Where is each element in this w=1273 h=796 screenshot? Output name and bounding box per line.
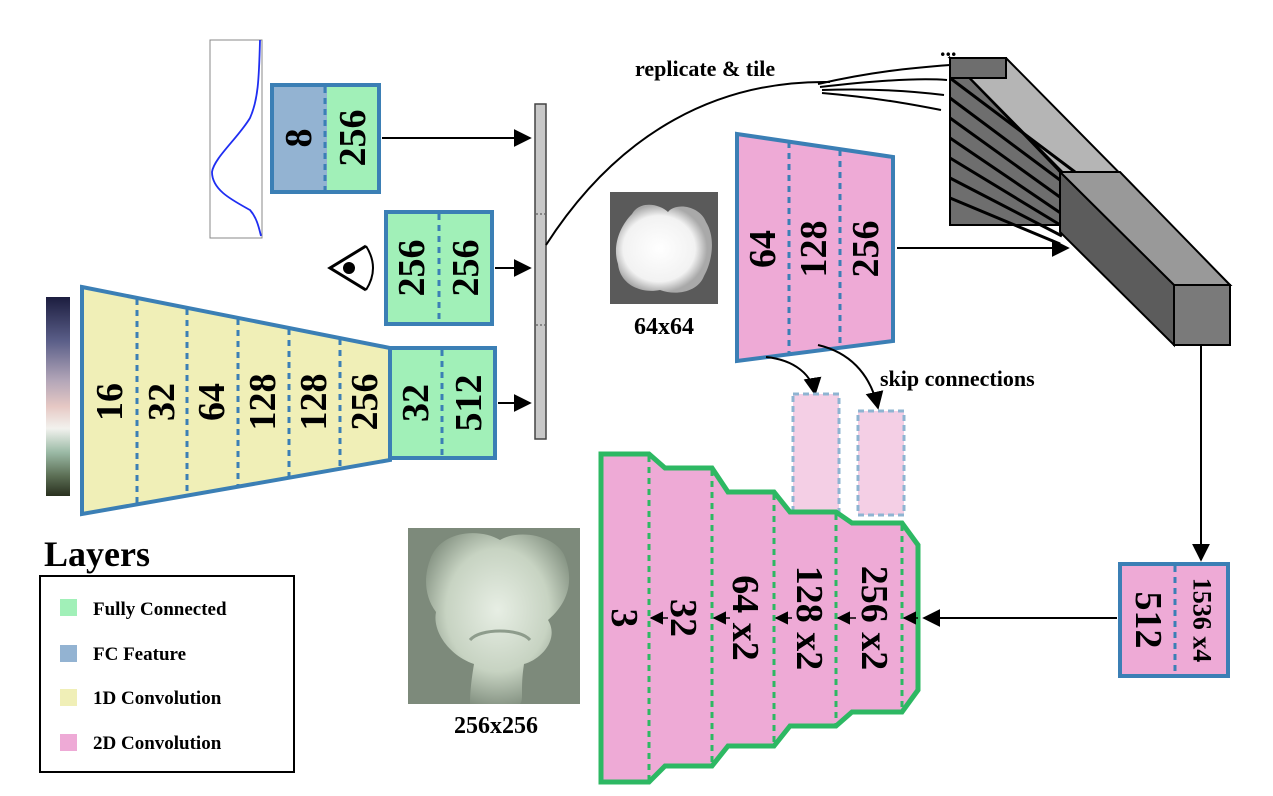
fc-feature-label: 8 [278, 129, 320, 148]
encoder2d-layer: 128 [793, 221, 835, 278]
encoder2d-layer: 256 [845, 221, 887, 278]
replicate-tile-label: replicate & tile [635, 56, 775, 81]
decoder-input-block: 512 1536 x4 [1118, 562, 1230, 678]
decoder-layer: 32 [662, 599, 704, 637]
svg-text:1D Convolution: 1D Convolution [93, 688, 222, 709]
legend-title: Layers [44, 534, 150, 574]
encoder2d-layer: 64 [742, 230, 784, 268]
conv1d-stack: 16 32 64 128 128 256 [80, 284, 392, 517]
tiled-feature-stack [947, 55, 1233, 348]
decoder-stack: 3 32 64 x2 128 x2 256 x2 [598, 451, 921, 785]
legend: Layers Fully Connected FC Feature 1D Con… [39, 534, 295, 773]
conv1d-fc-block: 32 512 [388, 346, 497, 460]
conv1d-layer: 256 [344, 374, 386, 431]
encoder2d-stack: 64 128 256 [735, 131, 895, 364]
decoder-layer: 3 [603, 609, 645, 628]
concat-bar [534, 103, 547, 440]
output-image-256 [408, 528, 580, 704]
image-64-label: 64x64 [634, 314, 694, 340]
svg-text:2D Convolution: 2D Convolution [93, 733, 222, 754]
svg-text:FC Feature: FC Feature [93, 644, 186, 665]
conv1d-layer: 32 [141, 383, 183, 421]
view-fc-block: 256 256 [384, 210, 494, 326]
fc-label: 256 [332, 110, 374, 167]
feature-fc-block: 8 256 [270, 83, 381, 194]
input-image-64 [610, 192, 718, 304]
conv1d-layer: 128 [293, 374, 335, 431]
decoder-layer: 64 x2 [724, 575, 766, 661]
conv1d-fc-a: 32 [395, 384, 437, 422]
decoder-input-a: 512 [1127, 592, 1169, 649]
view-fc-a: 256 [391, 240, 433, 297]
legend-item-fully-connected: Fully Connected [60, 599, 227, 620]
conv1d-layer: 16 [89, 383, 131, 421]
decoder-input-b: 1536 x4 [1188, 578, 1217, 663]
skip-block-b [856, 409, 906, 517]
skip-connections-label: skip connections [880, 366, 1035, 391]
view-fc-b: 256 [445, 240, 487, 297]
legend-item-fc-feature: FC Feature [60, 644, 186, 665]
image-256-label: 256x256 [454, 713, 538, 739]
svg-text:Fully Connected: Fully Connected [93, 599, 227, 620]
density-profile-plot [209, 39, 263, 239]
conv1d-layer: 128 [242, 374, 284, 431]
decoder-layer: 128 x2 [788, 566, 830, 671]
legend-item-1d-convolution: 1D Convolution [60, 688, 222, 709]
conv1d-layer: 64 [191, 383, 233, 421]
legend-item-2d-convolution: 2D Convolution [60, 733, 222, 754]
ellipsis-label: ... [940, 36, 957, 61]
skip-block-a [791, 392, 841, 514]
eye-icon [327, 244, 374, 292]
conv1d-fc-b: 512 [448, 375, 490, 432]
colormap-bar [46, 297, 70, 496]
decoder-layer: 256 x2 [853, 566, 895, 671]
